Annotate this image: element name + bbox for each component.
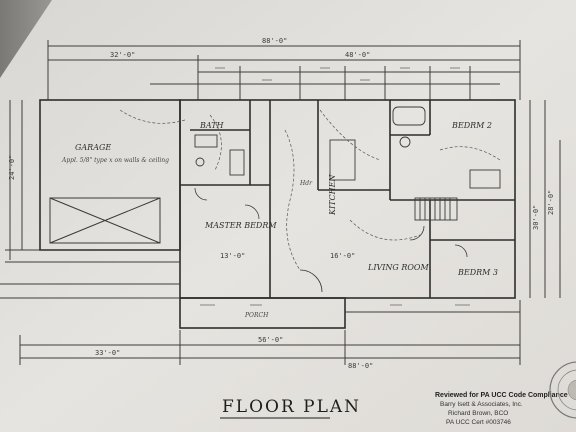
porch-label: PORCH <box>244 312 269 319</box>
dim-bottom-left: 33'-0" <box>95 349 120 357</box>
top-dimension-lines <box>47 40 521 100</box>
drawing-title: FLOOR PLAN <box>222 397 361 417</box>
side-dimension-lines <box>5 100 561 298</box>
room-label-kitchen: KITCHEN <box>328 174 337 216</box>
dimension-ticks <box>200 67 470 306</box>
room-label-garage: GARAGE <box>75 143 111 152</box>
dim-top-right: 48'-0" <box>345 51 370 59</box>
stamp-line-3: Richard Brown, BCO <box>448 410 508 417</box>
dim-garage-depth: 24'-0" <box>8 155 16 180</box>
room-label-living-room: LIVING ROOM <box>367 263 429 272</box>
dim-side-right-b: 28'-0" <box>547 190 555 215</box>
room-label-bedroom2: BEDRM 2 <box>451 121 492 130</box>
electrical-runs <box>119 109 501 271</box>
dim-side-right-a: 30'-0" <box>532 205 540 230</box>
room-label-bath: BATH <box>199 121 225 130</box>
dim-bottom-mid: 56'-0" <box>258 336 283 344</box>
dim-overall-top: 88'-0" <box>262 37 287 45</box>
dim-bottom-overall: 88'-0" <box>348 362 373 370</box>
corner-shadow <box>0 0 52 78</box>
garage-note: Appl. 5/8" type x on walls & ceiling <box>61 157 169 164</box>
room-label-bedroom3: BEDRM 3 <box>457 268 498 277</box>
stamp-line-1: Reviewed for PA UCC Code Compliance <box>435 392 568 399</box>
dim-top-left: 32'-0" <box>110 51 135 59</box>
bottom-dimension-lines <box>0 283 521 365</box>
stamp-line-2: Barry Isett & Associates, Inc. <box>440 401 523 408</box>
seal-icon <box>549 361 576 419</box>
dim-master: 13'-0" <box>220 252 245 260</box>
dim-living: 16'-0" <box>330 252 355 260</box>
garage-door-symbol <box>49 197 161 244</box>
stairs <box>414 197 458 221</box>
bath-fixtures <box>194 106 501 189</box>
room-label-master-bedroom: MASTER BEDRM <box>204 221 277 230</box>
door-swings <box>194 187 468 293</box>
approval-stamp: Reviewed for PA UCC Code Compliance Barr… <box>435 392 568 426</box>
stamp-line-4: PA UCC Cert #003746 <box>446 419 511 426</box>
wall-note: Hdr <box>299 180 313 187</box>
